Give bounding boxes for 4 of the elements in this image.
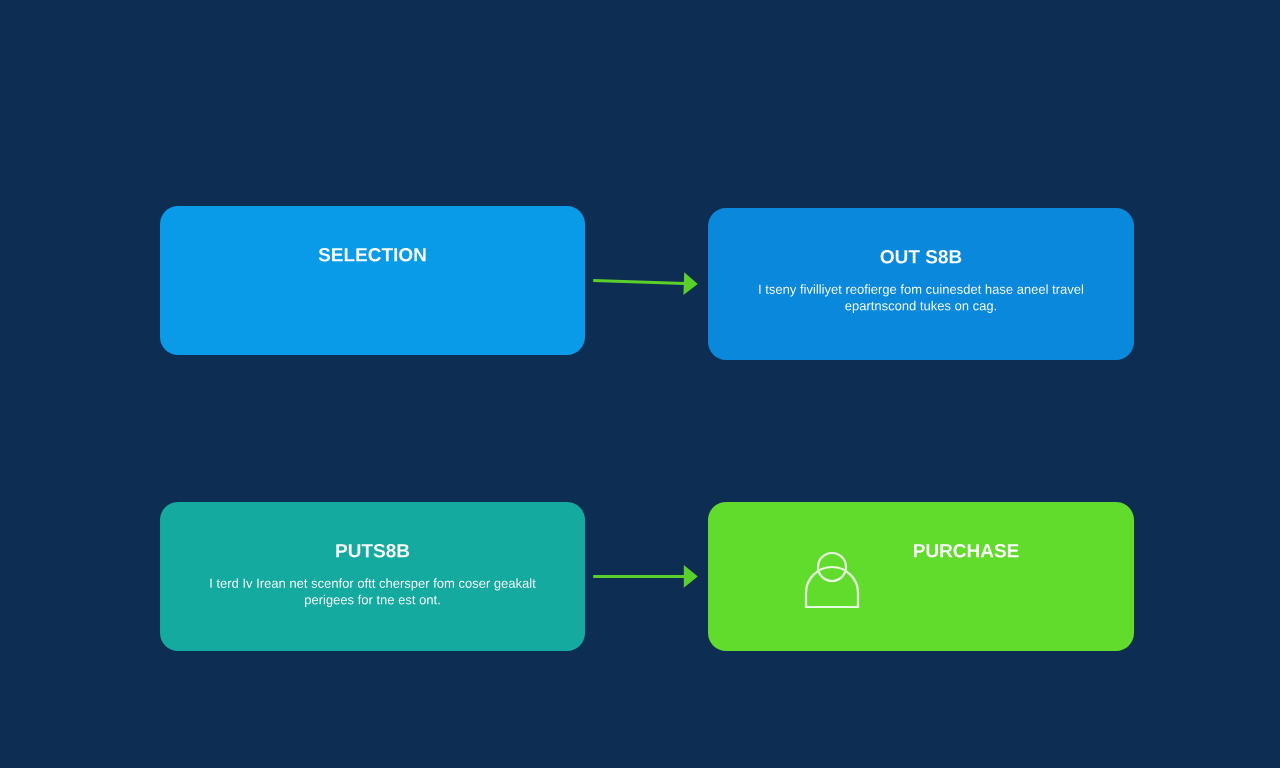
process-box: OUT S8B I tseny fivilliyet reofierge fom cuinesdet hase aneel travel epartnscond tukes on cag. [708, 208, 1134, 360]
process-box: SELECTION [160, 206, 585, 355]
process-box: PUTS8B I terd Iv Irean net scenfor oftt chersper fom coser geakalt perigees for tne est ont. [160, 502, 585, 651]
process-box: PURCHASE [708, 502, 1134, 651]
